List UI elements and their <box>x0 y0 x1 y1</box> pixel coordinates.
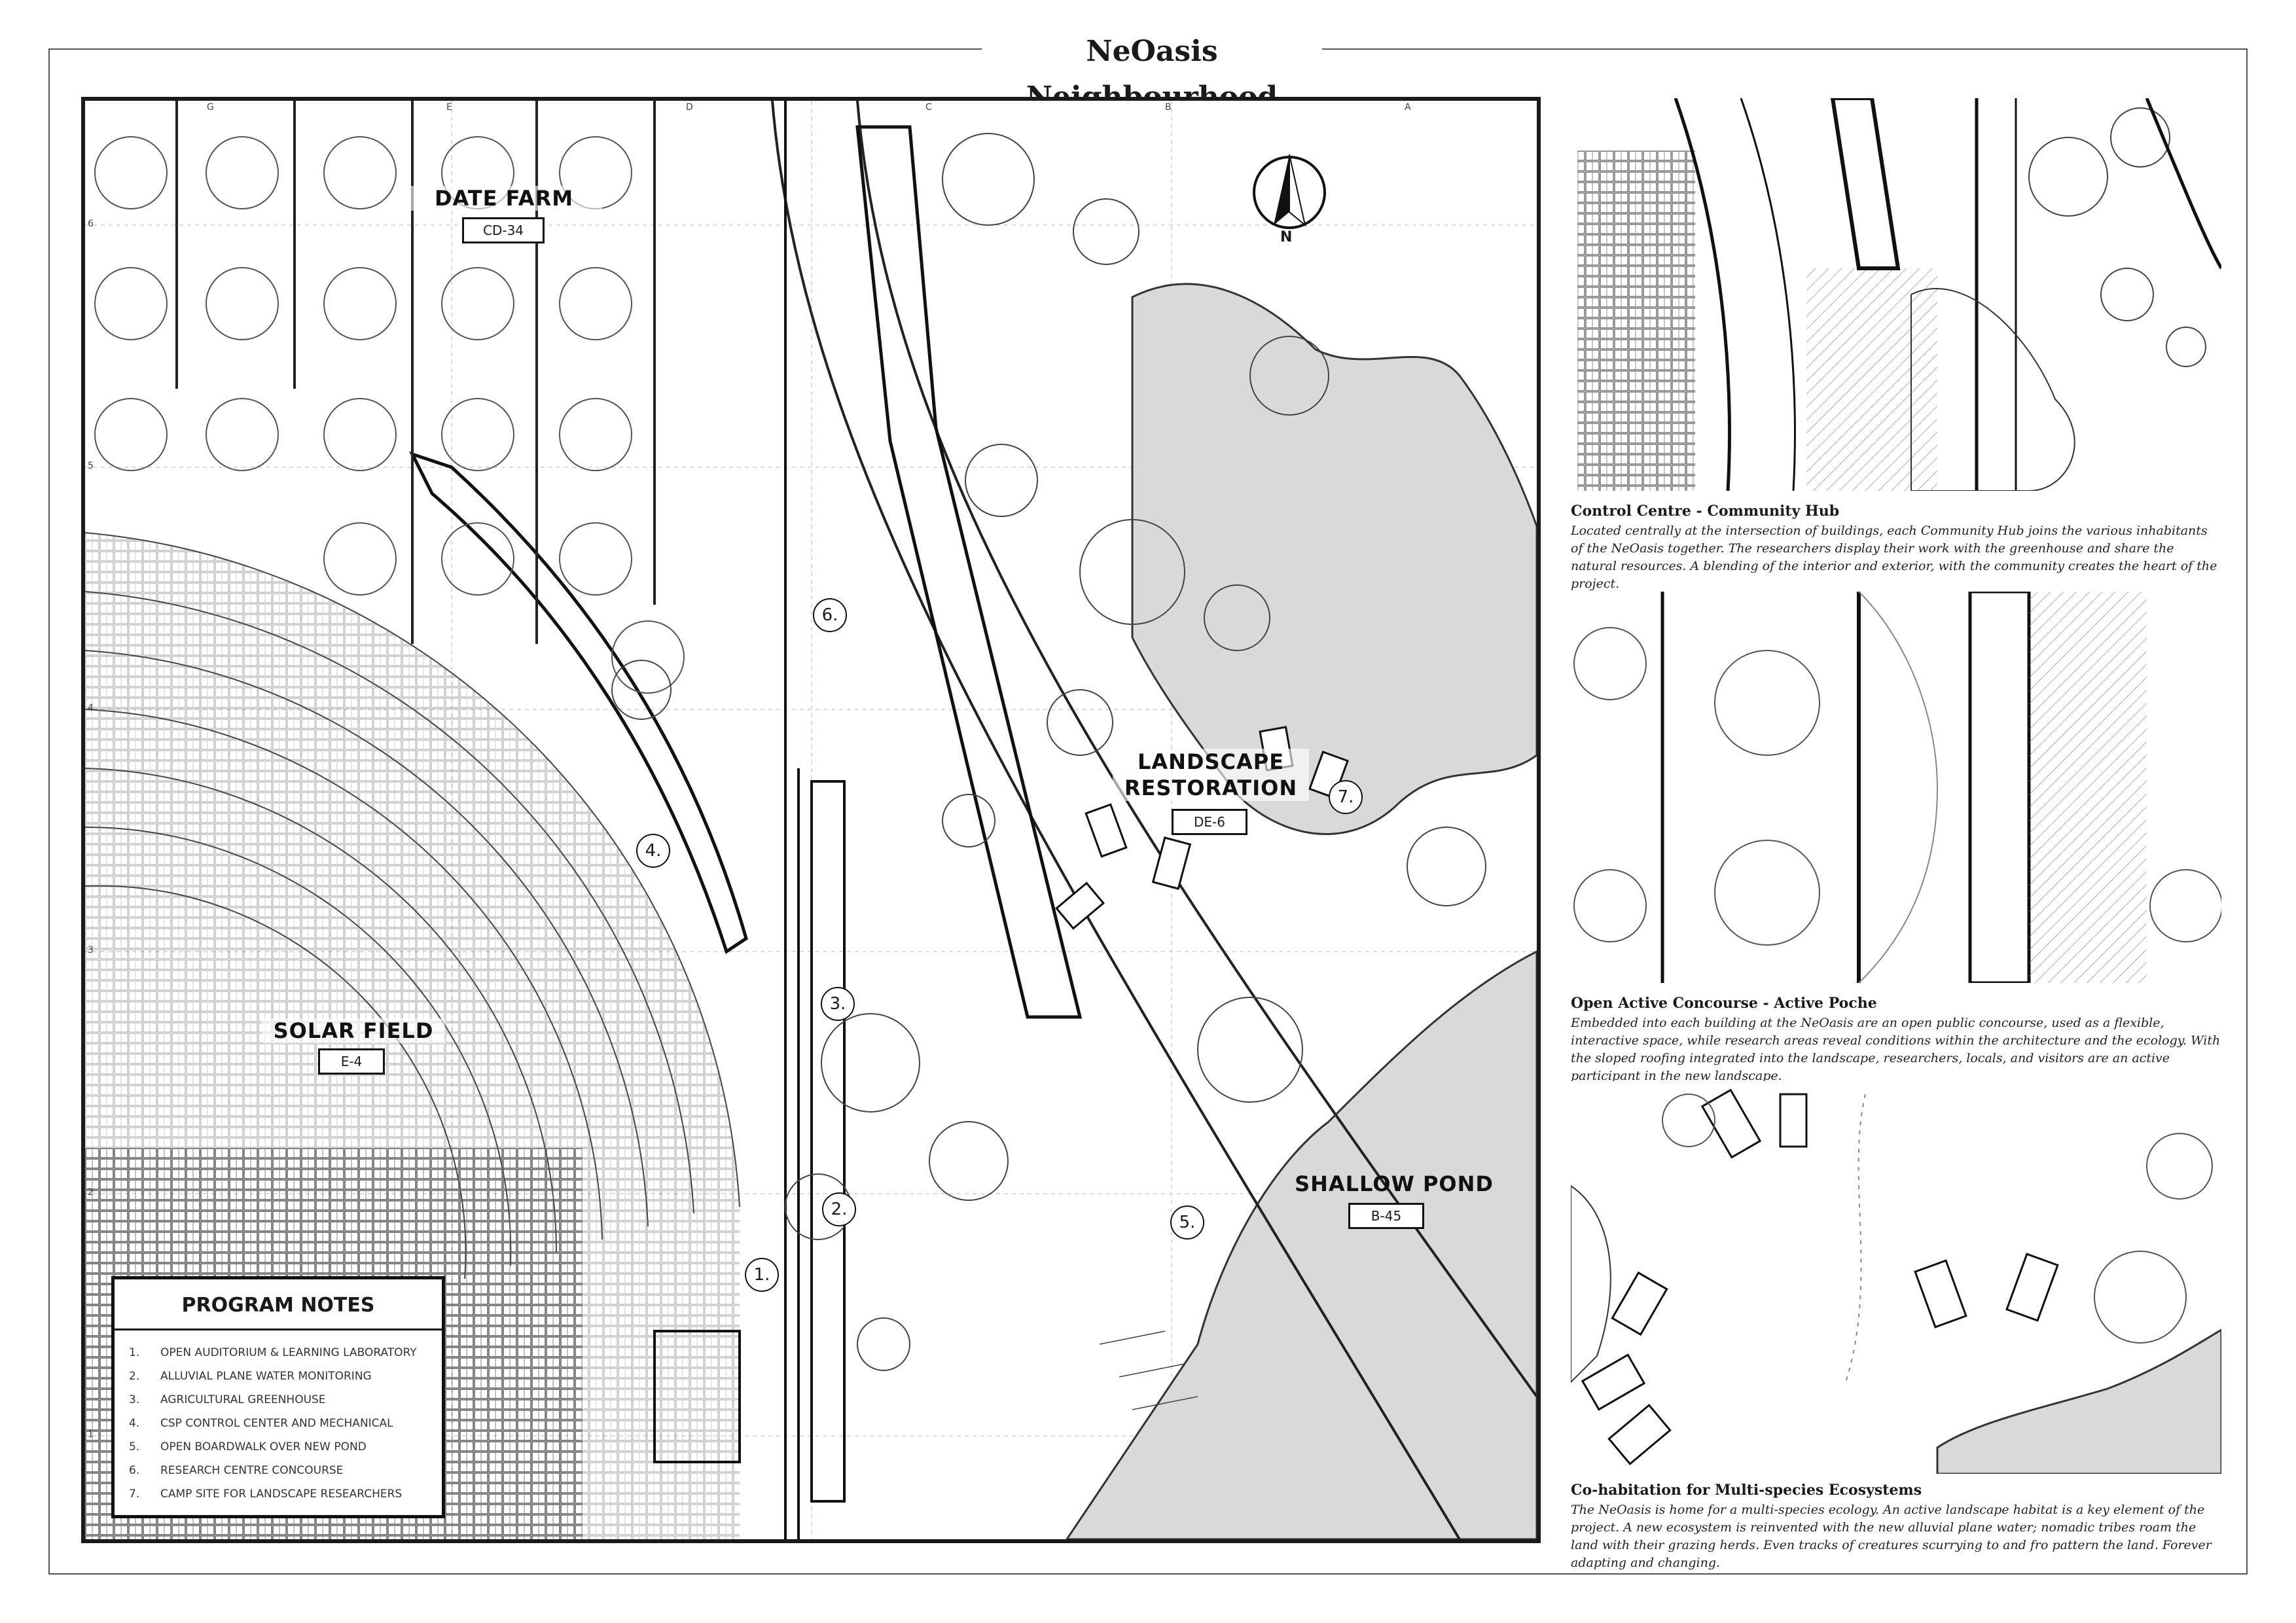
shallow-pond <box>1066 950 1537 1539</box>
program-notes-legend: PROGRAM NOTES 1. OPEN AUDITORIUM & LEARNI… <box>111 1276 445 1518</box>
detail-plan-active-concourse <box>1571 592 2221 983</box>
program-marker: 6. <box>813 598 847 632</box>
ecosystems-drawing <box>1571 1081 2221 1474</box>
detail-body: The NeOasis is home for a multi-species … <box>1571 1503 2212 1570</box>
program-note-number: 5. <box>129 1440 140 1454</box>
program-note-number: 2. <box>129 1370 140 1383</box>
grid-col-label: C <box>925 102 932 113</box>
program-marker: 2. <box>822 1192 856 1226</box>
detail-caption-active-concourse: Open Active Concourse - Active Poche Emb… <box>1571 995 2221 1085</box>
zone-landscape-restoration: LANDSCAPE RESTORATION <box>1113 749 1309 801</box>
community-hub-drawing <box>1571 98 2221 491</box>
program-note-item: 2. ALLUVIAL PLANE WATER MONITORING <box>129 1364 429 1388</box>
program-marker: 3. <box>821 987 855 1021</box>
program-note-item: 5. OPEN BOARDWALK OVER NEW POND <box>129 1435 429 1459</box>
program-note-text: ALLUVIAL PLANE WATER MONITORING <box>160 1370 372 1383</box>
site-plan-drawing <box>85 101 1537 1539</box>
north-label: N <box>1280 229 1293 245</box>
grid-col-label: E <box>446 102 452 113</box>
program-note-item: 1. OPEN AUDITORIUM & LEARNING LABORATORY <box>129 1341 429 1364</box>
program-note-item: 6. RESEARCH CENTRE CONCOURSE <box>129 1459 429 1482</box>
program-note-number: 4. <box>129 1417 140 1430</box>
zone-shallow-pond: SHALLOW POND <box>1295 1171 1494 1196</box>
program-note-text: CSP CONTROL CENTER AND MECHANICAL <box>160 1417 393 1430</box>
grid-row-label: 5 <box>88 461 94 471</box>
program-marker: 1. <box>745 1258 779 1292</box>
grid-col-label: B <box>1165 102 1172 113</box>
zone-shallow-pond-code: B-45 <box>1348 1203 1424 1229</box>
detail-body: Embedded into each building at the NeOas… <box>1571 1016 2221 1083</box>
program-note-text: RESEARCH CENTRE CONCOURSE <box>160 1464 344 1477</box>
program-note-number: 3. <box>129 1393 140 1406</box>
zone-solar-field: SOLAR FIELD <box>262 1018 445 1043</box>
program-note-text: OPEN BOARDWALK OVER NEW POND <box>160 1440 367 1454</box>
program-note-text: AGRICULTURAL GREENHOUSE <box>160 1393 326 1406</box>
grid-col-label: D <box>686 102 693 113</box>
zone-date-farm-code: CD-34 <box>462 217 545 243</box>
program-note-number: 6. <box>129 1464 140 1477</box>
north-arrow <box>1253 154 1326 229</box>
detail-title: Open Active Concourse - Active Poche <box>1571 995 1877 1012</box>
program-note-text: OPEN AUDITORIUM & LEARNING LABORATORY <box>160 1346 417 1359</box>
detail-plan-ecosystems <box>1571 1081 2221 1474</box>
detail-caption-ecosystems: Co-habitation for Multi-species Ecosyste… <box>1571 1482 2221 1572</box>
detail-title: Control Centre - Community Hub <box>1571 503 1840 520</box>
program-note-item: 4. CSP CONTROL CENTER AND MECHANICAL <box>129 1412 429 1435</box>
active-concourse-drawing <box>1571 592 2221 983</box>
grid-row-label: 6 <box>88 219 94 229</box>
grid-row-label: 1 <box>88 1429 94 1440</box>
zone-solar-field-code: E-4 <box>318 1048 385 1075</box>
program-marker: 7. <box>1329 780 1363 814</box>
program-note-item: 7. CAMP SITE FOR LANDSCAPE RESEARCHERS <box>129 1482 429 1506</box>
zone-landscape-restoration-code: DE-6 <box>1172 809 1247 835</box>
program-notes-title: PROGRAM NOTES <box>115 1279 442 1330</box>
zone-date-farm: DATE FARM <box>406 186 602 211</box>
detail-caption-community-hub: Control Centre - Community Hub Located c… <box>1571 503 2221 593</box>
program-note-number: 1. <box>129 1346 140 1359</box>
detail-title: Co-habitation for Multi-species Ecosyste… <box>1571 1482 1922 1499</box>
detail-body: Located centrally at the intersection of… <box>1571 524 2217 591</box>
sheet-title: NeOasis Neighbourhood <box>982 29 1322 114</box>
grid-col-label: A <box>1405 102 1411 113</box>
grid-row-label: 2 <box>88 1187 94 1198</box>
grid-row-label: 3 <box>88 945 94 955</box>
grid-row-label: 4 <box>88 703 94 713</box>
program-note-text: CAMP SITE FOR LANDSCAPE RESEARCHERS <box>160 1488 403 1501</box>
program-marker: 4. <box>636 834 670 868</box>
program-note-item: 3. AGRICULTURAL GREENHOUSE <box>129 1388 429 1412</box>
program-marker: 5. <box>1170 1205 1204 1240</box>
grid-col-label: G <box>207 102 214 113</box>
detail-plan-community-hub <box>1571 98 2221 491</box>
program-note-number: 7. <box>129 1488 140 1501</box>
